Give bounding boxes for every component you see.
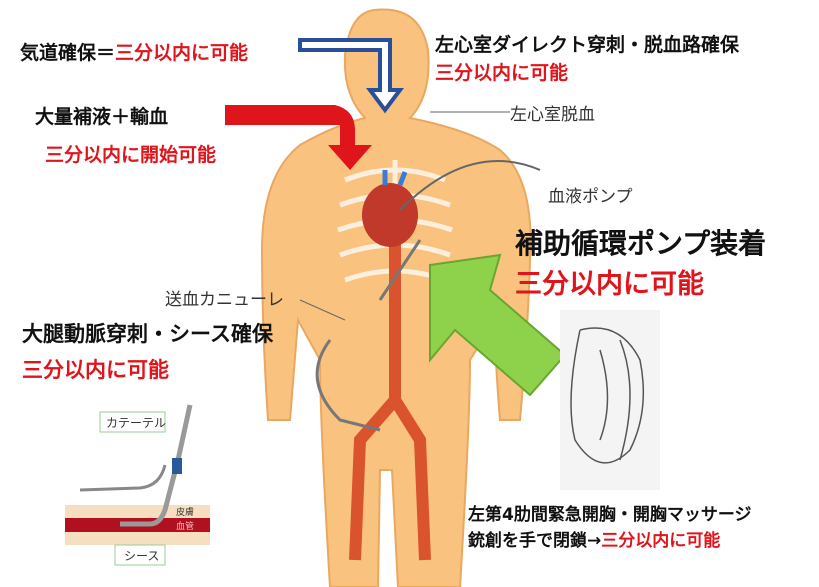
heart-image	[362, 183, 418, 247]
pump-attach-time: 三分以内に可能	[515, 269, 704, 300]
wound-close-label: 銃創を手で閉鎖→三分以内に可能	[468, 526, 720, 551]
airway-arrow	[298, 38, 404, 114]
inset-vessel-label: 血管	[176, 522, 195, 532]
femoral-time: 三分以内に可能	[22, 358, 169, 382]
transfusion-time: 三分以内に開始可能	[45, 144, 217, 166]
lv-direct-time: 三分以内に可能	[435, 62, 569, 84]
cannula-tube	[315, 239, 422, 432]
inset-sheath-label: シース	[124, 549, 160, 563]
drainage-tube	[399, 160, 541, 211]
catheter-inset	[65, 404, 210, 566]
pump-arrow	[429, 253, 567, 397]
wound-close-text: 銃創を手で閉鎖→	[468, 531, 602, 551]
thoracotomy-label: 左第4肋間緊急開胸・開胸マッサージ	[468, 505, 752, 525]
transfusion-arrow	[225, 105, 372, 170]
airway-label: 気道確保＝三分以内に可能	[20, 38, 248, 65]
aorta	[349, 230, 431, 561]
cannula-label: 送血カニューレ	[165, 290, 284, 310]
pump-attach-label: 補助循環ポンプ装着	[515, 227, 767, 260]
lv-direct-label: 左心室ダイレクト穿刺・脱血路確保	[435, 34, 740, 56]
blood-pump-label: 血液ポンプ	[548, 187, 633, 207]
hand-illustration	[560, 310, 660, 490]
lv-drain-label: 左心室脱血	[510, 105, 595, 125]
wound-close-time: 三分以内に可能	[601, 531, 721, 551]
inset-skin-label: 皮膚	[176, 508, 195, 518]
transfusion-label: 大量補液＋輸血	[35, 106, 169, 128]
femoral-label: 大腿動脈穿刺・シース確保	[22, 322, 273, 346]
inset-catheter-label: カテーテル	[106, 416, 167, 430]
airway-text: 気道確保＝	[20, 42, 116, 64]
airway-time: 三分以内に可能	[115, 42, 249, 64]
